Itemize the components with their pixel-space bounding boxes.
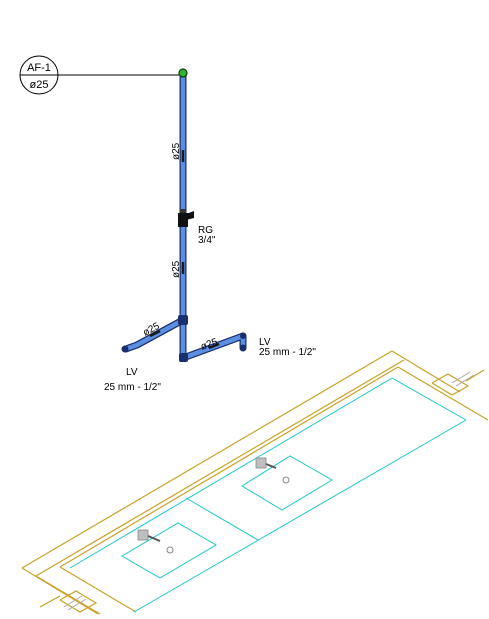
fixture-left-size: 25 mm - 1/2" <box>104 382 161 393</box>
flow-marks <box>149 150 220 350</box>
vanity-outline <box>69 377 467 613</box>
faucet-icon <box>137 529 149 541</box>
wall-pipes <box>63 371 475 611</box>
elbow-fitting <box>179 353 188 362</box>
tee-fitting <box>178 315 188 325</box>
fixture-right-size: 25 mm - 1/2" <box>259 347 316 358</box>
valve-size: 3/4" <box>198 235 216 246</box>
branch-left-pipe <box>134 317 186 348</box>
gate-valve-handle <box>186 211 194 220</box>
basin-right-fixtures <box>255 457 290 484</box>
drain-icon <box>166 546 174 554</box>
right-outlet-fitting <box>239 344 247 352</box>
riser-tag-id: AF-1 <box>27 62 51 74</box>
faucet-spout <box>147 535 161 542</box>
drain-icon <box>282 476 290 484</box>
pipe-fittings <box>121 315 247 362</box>
gate-valve <box>178 209 194 227</box>
basin-left <box>121 522 217 579</box>
corner-fitting <box>240 333 246 339</box>
pipe-label-riser-upper: ø25 <box>171 142 182 160</box>
faucet-spout <box>265 463 277 469</box>
basin-left-fixtures <box>137 529 174 554</box>
riser-top-node <box>178 68 188 78</box>
riser-tag-diameter: ø25 <box>30 79 49 91</box>
valve-code: RG <box>198 225 213 236</box>
fixture-left-code: LV <box>126 367 138 378</box>
gate-valve-stem <box>180 209 186 213</box>
faucet-icon <box>255 457 267 469</box>
basin-right <box>241 455 333 511</box>
riser-tag: AF-1 ø25 <box>19 55 183 95</box>
fixture-right-code: LV <box>259 337 271 348</box>
countertop <box>21 350 489 615</box>
pipe-label-branch-right: ø25 <box>199 336 219 352</box>
left-outlet-fitting <box>121 345 129 353</box>
pipe-label-riser-lower: ø25 <box>171 260 182 278</box>
gate-valve-body <box>178 213 188 227</box>
